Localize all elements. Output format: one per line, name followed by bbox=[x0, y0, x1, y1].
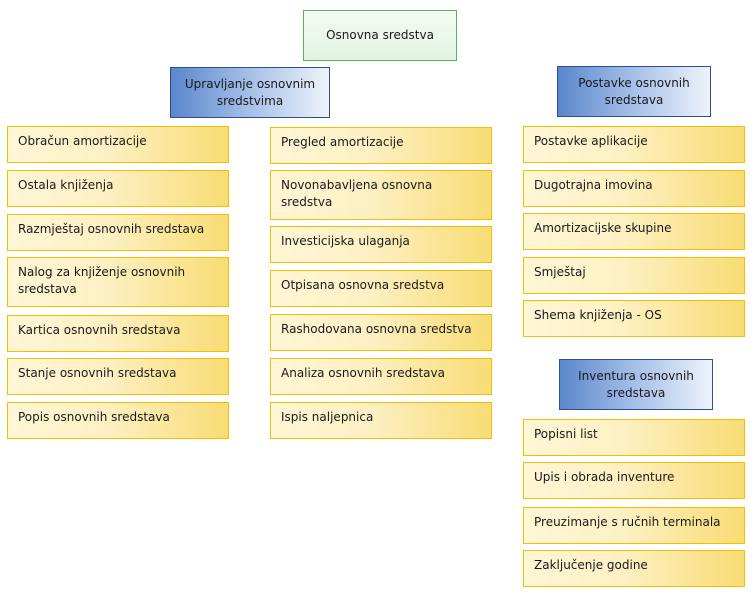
group-upravljanje[interactable]: Upravljanje osnovnim sredstvima bbox=[170, 67, 330, 118]
item-kartica[interactable]: Kartica osnovnih sredstava bbox=[7, 315, 229, 352]
item-label: Postavke aplikacije bbox=[534, 134, 648, 148]
item-investicijska-ulaganja[interactable]: Investicijska ulaganja bbox=[270, 226, 492, 263]
item-novonabavljena[interactable]: Novonabavljena osnovna sredstva bbox=[270, 170, 492, 220]
item-preuzimanje[interactable]: Preuzimanje s ručnih terminala bbox=[523, 507, 745, 544]
item-label: Otpisana osnovna sredstva bbox=[281, 278, 445, 292]
item-smjestaj[interactable]: Smještaj bbox=[523, 257, 745, 294]
item-ostala-knjizenja[interactable]: Ostala knjiženja bbox=[7, 170, 229, 207]
item-label: Novonabavljena osnovna sredstva bbox=[281, 178, 433, 209]
item-label: Smještaj bbox=[534, 265, 586, 279]
group-postavke-label: Postavke osnovnih sredstava bbox=[578, 75, 690, 107]
root-node[interactable]: Osnovna sredstva bbox=[303, 10, 457, 61]
item-label: Obračun amortizacije bbox=[18, 134, 147, 148]
item-nalog-za-knjizenje[interactable]: Nalog za knjiženje osnovnih sredstava bbox=[7, 257, 229, 307]
item-stanje[interactable]: Stanje osnovnih sredstava bbox=[7, 358, 229, 395]
item-label: Shema knjiženja - OS bbox=[534, 308, 662, 322]
group-inventura[interactable]: Inventura osnovnih sredstava bbox=[559, 359, 713, 410]
item-shema-knjizenja[interactable]: Shema knjiženja - OS bbox=[523, 300, 745, 337]
item-label: Popisni list bbox=[534, 427, 598, 441]
item-label: Stanje osnovnih sredstava bbox=[18, 366, 177, 380]
item-zakljucenje-godine[interactable]: Zaključenje godine bbox=[523, 550, 745, 587]
item-label: Ostala knjiženja bbox=[18, 178, 114, 192]
item-label: Rashodovana osnovna sredstva bbox=[281, 322, 472, 336]
item-label: Popis osnovnih sredstava bbox=[18, 410, 170, 424]
item-label: Nalog za knjiženje osnovnih sredstava bbox=[18, 265, 186, 296]
group-inventura-label: Inventura osnovnih sredstava bbox=[578, 368, 694, 400]
item-ispis-naljepnica[interactable]: Ispis naljepnica bbox=[270, 402, 492, 439]
item-upis-i-obrada[interactable]: Upis i obrada inventure bbox=[523, 462, 745, 499]
item-obracun-amortizacije[interactable]: Obračun amortizacije bbox=[7, 126, 229, 163]
item-postavke-aplikacije[interactable]: Postavke aplikacije bbox=[523, 126, 745, 163]
item-label: Amortizacijske skupine bbox=[534, 221, 672, 235]
item-label: Investicijska ulaganja bbox=[281, 234, 410, 248]
group-upravljanje-label: Upravljanje osnovnim sredstvima bbox=[184, 76, 316, 108]
item-label: Upis i obrada inventure bbox=[534, 470, 675, 484]
item-label: Analiza osnovnih sredstava bbox=[281, 366, 445, 380]
item-analiza[interactable]: Analiza osnovnih sredstava bbox=[270, 358, 492, 395]
item-popis[interactable]: Popis osnovnih sredstava bbox=[7, 402, 229, 439]
item-popisni-list[interactable]: Popisni list bbox=[523, 419, 745, 456]
item-label: Dugotrajna imovina bbox=[534, 178, 653, 192]
item-label: Ispis naljepnica bbox=[281, 410, 374, 424]
item-amortizacijske-skupine[interactable]: Amortizacijske skupine bbox=[523, 213, 745, 250]
item-dugotrajna-imovina[interactable]: Dugotrajna imovina bbox=[523, 170, 745, 207]
item-label: Zaključenje godine bbox=[534, 558, 648, 572]
root-node-label: Osnovna sredstva bbox=[326, 28, 434, 42]
item-label: Pregled amortizacije bbox=[281, 135, 404, 149]
item-label: Razmještaj osnovnih sredstava bbox=[18, 222, 205, 236]
group-postavke[interactable]: Postavke osnovnih sredstava bbox=[557, 66, 711, 117]
item-rashodovana[interactable]: Rashodovana osnovna sredstva bbox=[270, 314, 492, 351]
item-otpisana[interactable]: Otpisana osnovna sredstva bbox=[270, 270, 492, 307]
item-label: Preuzimanje s ručnih terminala bbox=[534, 515, 721, 529]
item-razmjestaj[interactable]: Razmještaj osnovnih sredstava bbox=[7, 214, 229, 251]
item-label: Kartica osnovnih sredstava bbox=[18, 323, 181, 337]
item-pregled-amortizacije[interactable]: Pregled amortizacije bbox=[270, 127, 492, 164]
